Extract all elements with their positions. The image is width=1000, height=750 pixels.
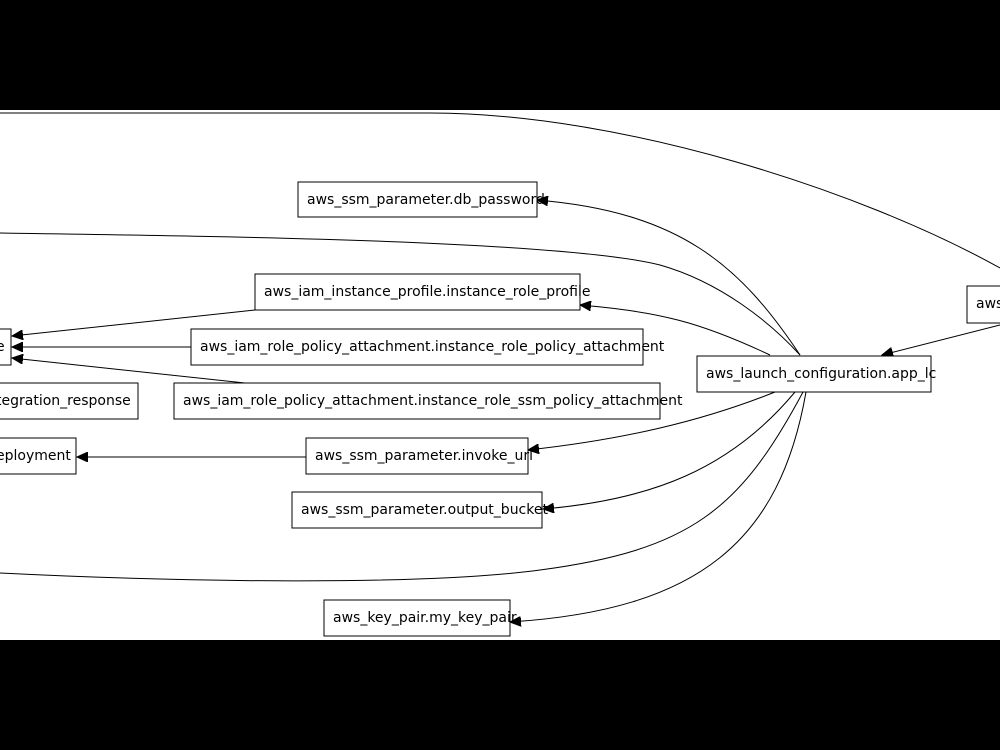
edge-right-to-app-lc [882,324,1000,355]
edge-instance-role-profile-to-role [12,309,256,336]
node-label: aws [976,296,1000,312]
edge-app-lc-to-output-bucket [543,391,796,509]
edge-app-lc-to-left-lower [0,391,804,582]
node-label: aws_ssm_parameter.invoke_url [315,448,533,464]
node-label: aws_iam_instance_profile.instance_role_p… [264,284,590,300]
bottom-letterbox [0,640,1000,750]
node-output-bucket[interactable]: aws_ssm_parameter.output_bucket [291,491,548,529]
edge-left-to-app-lc-upper [0,232,801,356]
node-invoke-url[interactable]: aws_ssm_parameter.invoke_url [305,437,533,475]
node-db-password[interactable]: aws_ssm_parameter.db_password [297,181,545,218]
node-label: aws_iam_role_policy_attachment.instance_… [200,339,665,355]
node-my-key-pair[interactable]: aws_key_pair.my_key_pair [323,599,517,637]
node-instance-role-ssm-policy-attachment[interactable]: aws_iam_role_policy_attachment.instance_… [173,382,683,420]
node-right-partial[interactable]: aws [966,285,1000,324]
node-integration-response-partial[interactable]: tegration_response [0,382,139,420]
node-label: tegration_response [0,393,131,409]
node-label: e [0,339,5,355]
node-label: aws_ssm_parameter.output_bucket [301,502,548,518]
node-label: aws_launch_configuration.app_lc [706,366,936,382]
node-label: aws_iam_role_policy_attachment.instance_… [183,393,683,409]
node-instance-role-policy-attachment[interactable]: aws_iam_role_policy_attachment.instance_… [190,328,665,366]
edge-app-lc-to-invoke-url [528,391,776,450]
node-label: eployment [0,448,71,464]
edge-top-long [0,112,1000,269]
node-deployment-partial[interactable]: eployment [0,437,77,475]
edge-app-lc-to-key-pair [510,391,807,622]
node-label: aws_key_pair.my_key_pair [333,610,517,626]
edge-ssm-policy-attachment-to-role [12,358,246,384]
node-instance-role-profile[interactable]: aws_iam_instance_profile.instance_role_p… [254,273,590,311]
node-label: aws_ssm_parameter.db_password [307,192,545,208]
edge-app-lc-to-db-password [537,200,801,356]
edge-app-lc-to-instance-role-profile [580,305,771,356]
node-role-partial[interactable]: e [0,328,12,366]
node-app-lc[interactable]: aws_launch_configuration.app_lc [696,355,936,393]
